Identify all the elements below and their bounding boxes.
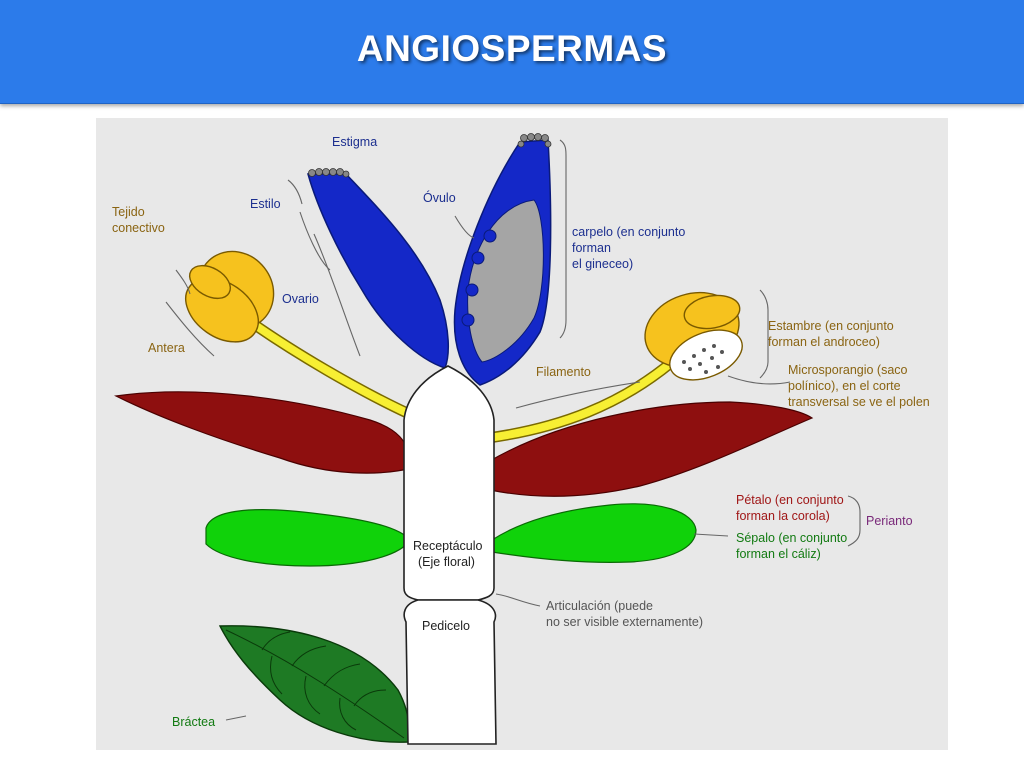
label-sepalo-1: Sépalo (en conjunto [736, 531, 847, 545]
label-estigma: Estigma [332, 135, 377, 149]
bract [218, 625, 410, 743]
anther-lobe [189, 264, 231, 300]
anther-right [644, 291, 743, 381]
pedicel [403, 599, 497, 745]
label-carpelo-3: el gineceo) [572, 257, 633, 271]
ovule [465, 283, 479, 297]
ovule [483, 229, 497, 243]
label-petalo-1: Pétalo (en conjunto [736, 493, 844, 507]
filament-left-fill [241, 314, 422, 422]
label-antera: Antera [148, 341, 185, 355]
anther-lobe [683, 294, 741, 330]
stigma-right [517, 133, 552, 148]
label-ovulo: Óvulo [423, 190, 456, 205]
label-receptaculo-1: Receptáculo [413, 539, 483, 553]
label-bractea: Bráctea [172, 715, 215, 729]
label-receptaculo-2: (Eje floral) [418, 555, 475, 569]
bract-veins [225, 629, 405, 739]
pollen-grains [682, 344, 724, 374]
label-estilo: Estilo [250, 197, 281, 211]
microsporangium [669, 329, 743, 381]
label-estambre-1: Estambre (en conjunto [768, 319, 894, 333]
label-perianto: Perianto [866, 514, 913, 528]
label-articulacion-1: Articulación (puede [546, 599, 653, 613]
label-tejido-1: Tejido [112, 205, 145, 219]
label-microsporangio-2: polínico), en el corte [788, 379, 901, 393]
receptacle [403, 365, 495, 601]
label-carpelo-1: carpelo (en conjunto [572, 225, 685, 239]
ovule-group [461, 229, 497, 327]
title-bar: ANGIOSPERMAS [0, 0, 1024, 104]
label-carpelo-2: forman [572, 241, 611, 255]
label-estambre-2: forman el androceo) [768, 335, 880, 349]
label-articulacion-2: no ser visible externamente) [546, 615, 703, 629]
label-microsporangio-3: transversal se ve el polen [788, 395, 930, 409]
petal-right [487, 401, 814, 497]
ovule [461, 313, 475, 327]
label-filamento: Filamento [536, 365, 591, 379]
label-microsporangio-1: Microsporangio (saco [788, 363, 908, 377]
filament-right-fill [484, 358, 676, 442]
leader-lines [165, 139, 861, 721]
label-sepalo-2: forman el cáliz) [736, 547, 821, 561]
label-petalo-2: forman la corola) [736, 509, 830, 523]
slide-title: ANGIOSPERMAS [356, 28, 668, 69]
anther-left [185, 250, 275, 343]
label-ovario: Ovario [282, 292, 319, 306]
ovule [471, 251, 485, 265]
carpel-cut [453, 133, 552, 386]
label-tejido-2: conectivo [112, 221, 165, 235]
label-pedicelo: Pedicelo [422, 619, 470, 633]
stigma-left [308, 168, 350, 178]
sepal-right [491, 503, 697, 563]
